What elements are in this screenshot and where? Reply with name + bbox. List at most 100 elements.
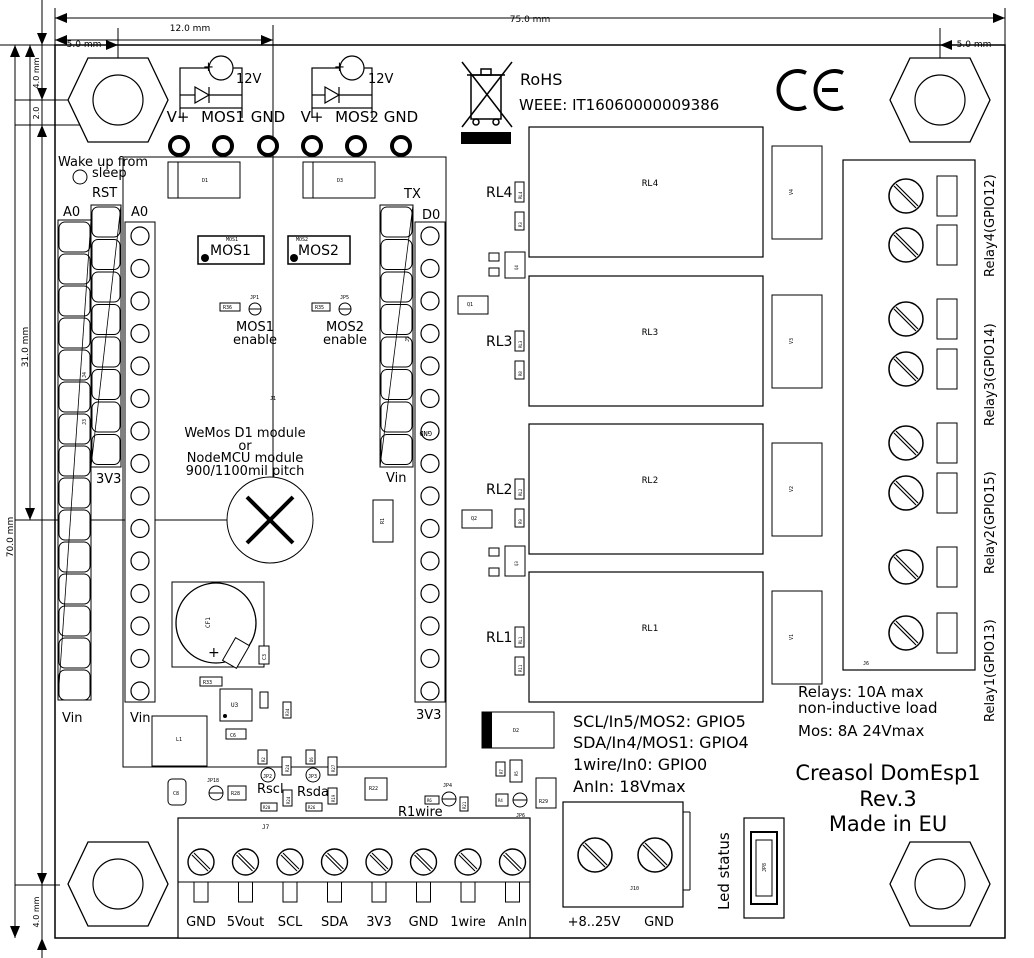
j5-cell bbox=[380, 239, 413, 270]
rohs-label: RoHS bbox=[520, 70, 562, 89]
dim-5mm-right: 5.0 mm bbox=[957, 40, 992, 50]
power-gnd-label: GND bbox=[644, 915, 674, 930]
mounting-hole-bottom-left bbox=[67, 841, 169, 927]
j7-terminal-label: GND bbox=[186, 915, 216, 930]
pin-label-vplus-2: V+ bbox=[301, 108, 324, 126]
jp6-ref: JP6 bbox=[516, 813, 525, 819]
mosfet-mos1 bbox=[197, 235, 265, 265]
dim-12mm: 12.0 mm bbox=[170, 24, 210, 34]
relay-led-label: RL3 bbox=[518, 340, 523, 348]
c6-ref: C6 bbox=[230, 733, 236, 739]
header-cell bbox=[58, 477, 91, 509]
varistor-label: V1 bbox=[789, 634, 795, 640]
relay-tag: RL1 bbox=[486, 630, 512, 646]
r36 bbox=[219, 302, 241, 312]
j6-slot bbox=[936, 224, 958, 266]
j5-cell bbox=[380, 434, 413, 465]
l1-ref: L1 bbox=[176, 737, 182, 743]
left-header-cells bbox=[58, 206, 121, 701]
left-header-diagonal bbox=[57, 219, 92, 701]
header-cell bbox=[58, 317, 91, 349]
relay-led-label: RL2 bbox=[518, 488, 523, 496]
brand-label: Creasol DomEsp1 bbox=[795, 761, 980, 785]
j7-terminal-label: AnIn bbox=[498, 915, 527, 930]
module-pin-right bbox=[420, 323, 440, 344]
j7-terminal-label: 3V3 bbox=[366, 915, 391, 930]
relay-body bbox=[528, 275, 764, 407]
j5-cell bbox=[380, 369, 413, 400]
header-cell bbox=[58, 253, 91, 285]
relay-led bbox=[514, 478, 525, 500]
jp18-ref: JP18 bbox=[207, 778, 219, 784]
r35-ref: R35 bbox=[315, 305, 324, 311]
diode-d2 bbox=[481, 711, 555, 749]
relay-gpio-label: Relay1(GPIO13) bbox=[983, 619, 998, 722]
j5-cell bbox=[380, 401, 413, 433]
header-cell bbox=[91, 401, 121, 433]
dim-31mm: 31.0 mm bbox=[21, 327, 31, 367]
j7-terminal-label: 1wire bbox=[450, 915, 486, 930]
mosfet1-output-symbol bbox=[179, 55, 243, 118]
module-pin-right bbox=[420, 388, 440, 409]
module-pin-left bbox=[130, 648, 150, 669]
pin-label-mos1: MOS1 bbox=[201, 108, 245, 126]
mos2-12v: 12V bbox=[368, 72, 394, 87]
mos2-label: MOS2 bbox=[298, 243, 339, 259]
r29-ref: R29 bbox=[539, 799, 548, 805]
r5-ref: R5 bbox=[514, 771, 519, 776]
j7-terminal-label: SCL bbox=[278, 915, 303, 930]
j7-terminal-label: 5Vout bbox=[227, 915, 264, 930]
dim-2mm: 2.0 bbox=[32, 107, 41, 120]
j7-slot bbox=[416, 881, 431, 903]
vin-inner-label: Vin bbox=[130, 711, 150, 726]
sleep-label: sleep bbox=[92, 166, 127, 181]
j3-ref: J3 bbox=[82, 419, 88, 425]
revision-label: Rev.3 bbox=[859, 787, 916, 811]
module-pin-left bbox=[130, 551, 150, 571]
weee-bar bbox=[461, 132, 511, 144]
module-pin-left bbox=[130, 421, 150, 441]
header-cell bbox=[58, 509, 91, 541]
relay-body-label: RL3 bbox=[642, 328, 658, 338]
header-cell bbox=[58, 221, 91, 253]
module-pin-left bbox=[130, 681, 150, 701]
header-cell bbox=[91, 304, 121, 335]
header-cell bbox=[91, 336, 121, 368]
j6-screw bbox=[888, 475, 924, 511]
module-text-1: WeMos D1 module bbox=[184, 426, 305, 441]
note-sda: SDA/In4/MOS1: GPIO4 bbox=[573, 733, 749, 752]
rscl-label: Rscl bbox=[257, 782, 284, 797]
module-pin-left bbox=[130, 616, 150, 636]
d0-label: D0 bbox=[422, 208, 440, 223]
cf1-plus: + bbox=[208, 645, 220, 661]
module-pin-left bbox=[130, 518, 150, 539]
diode-d3 bbox=[302, 161, 376, 199]
mosfet-mos2 bbox=[287, 235, 351, 265]
j4-ref: J4 bbox=[82, 372, 88, 378]
mos1-ref: MOS1 bbox=[226, 237, 238, 243]
varistor bbox=[771, 145, 823, 240]
q3-ref: Q3 bbox=[514, 561, 519, 566]
r19-ref: R19 bbox=[331, 794, 336, 802]
module-pin-right bbox=[420, 356, 440, 376]
module-pin-right bbox=[420, 681, 440, 701]
j5-header-cells bbox=[380, 206, 413, 465]
module-pin-right bbox=[420, 258, 440, 279]
j6-slot bbox=[936, 472, 958, 514]
r6-ref: R6 bbox=[427, 798, 432, 803]
q2-ref: Q2 bbox=[471, 516, 477, 522]
relay-gpio-label: Relay3(GPIO14) bbox=[983, 323, 998, 426]
transistor-q2 bbox=[461, 509, 493, 529]
vin-outer-label: Vin bbox=[62, 711, 82, 726]
j6-screw bbox=[888, 351, 924, 387]
header-cell bbox=[91, 369, 121, 400]
r24b-ref: R24 bbox=[286, 796, 291, 804]
dim-4mm-top: 4.0 mm bbox=[32, 57, 41, 88]
mos2-enable-b: enable bbox=[323, 333, 367, 348]
module-text-4: 900/1100mil pitch bbox=[186, 464, 305, 479]
relay-body bbox=[528, 423, 764, 555]
module-pin-left bbox=[130, 388, 150, 409]
jp8-ref: JP8 bbox=[762, 863, 768, 872]
gnd-module-label: GND bbox=[419, 429, 432, 437]
